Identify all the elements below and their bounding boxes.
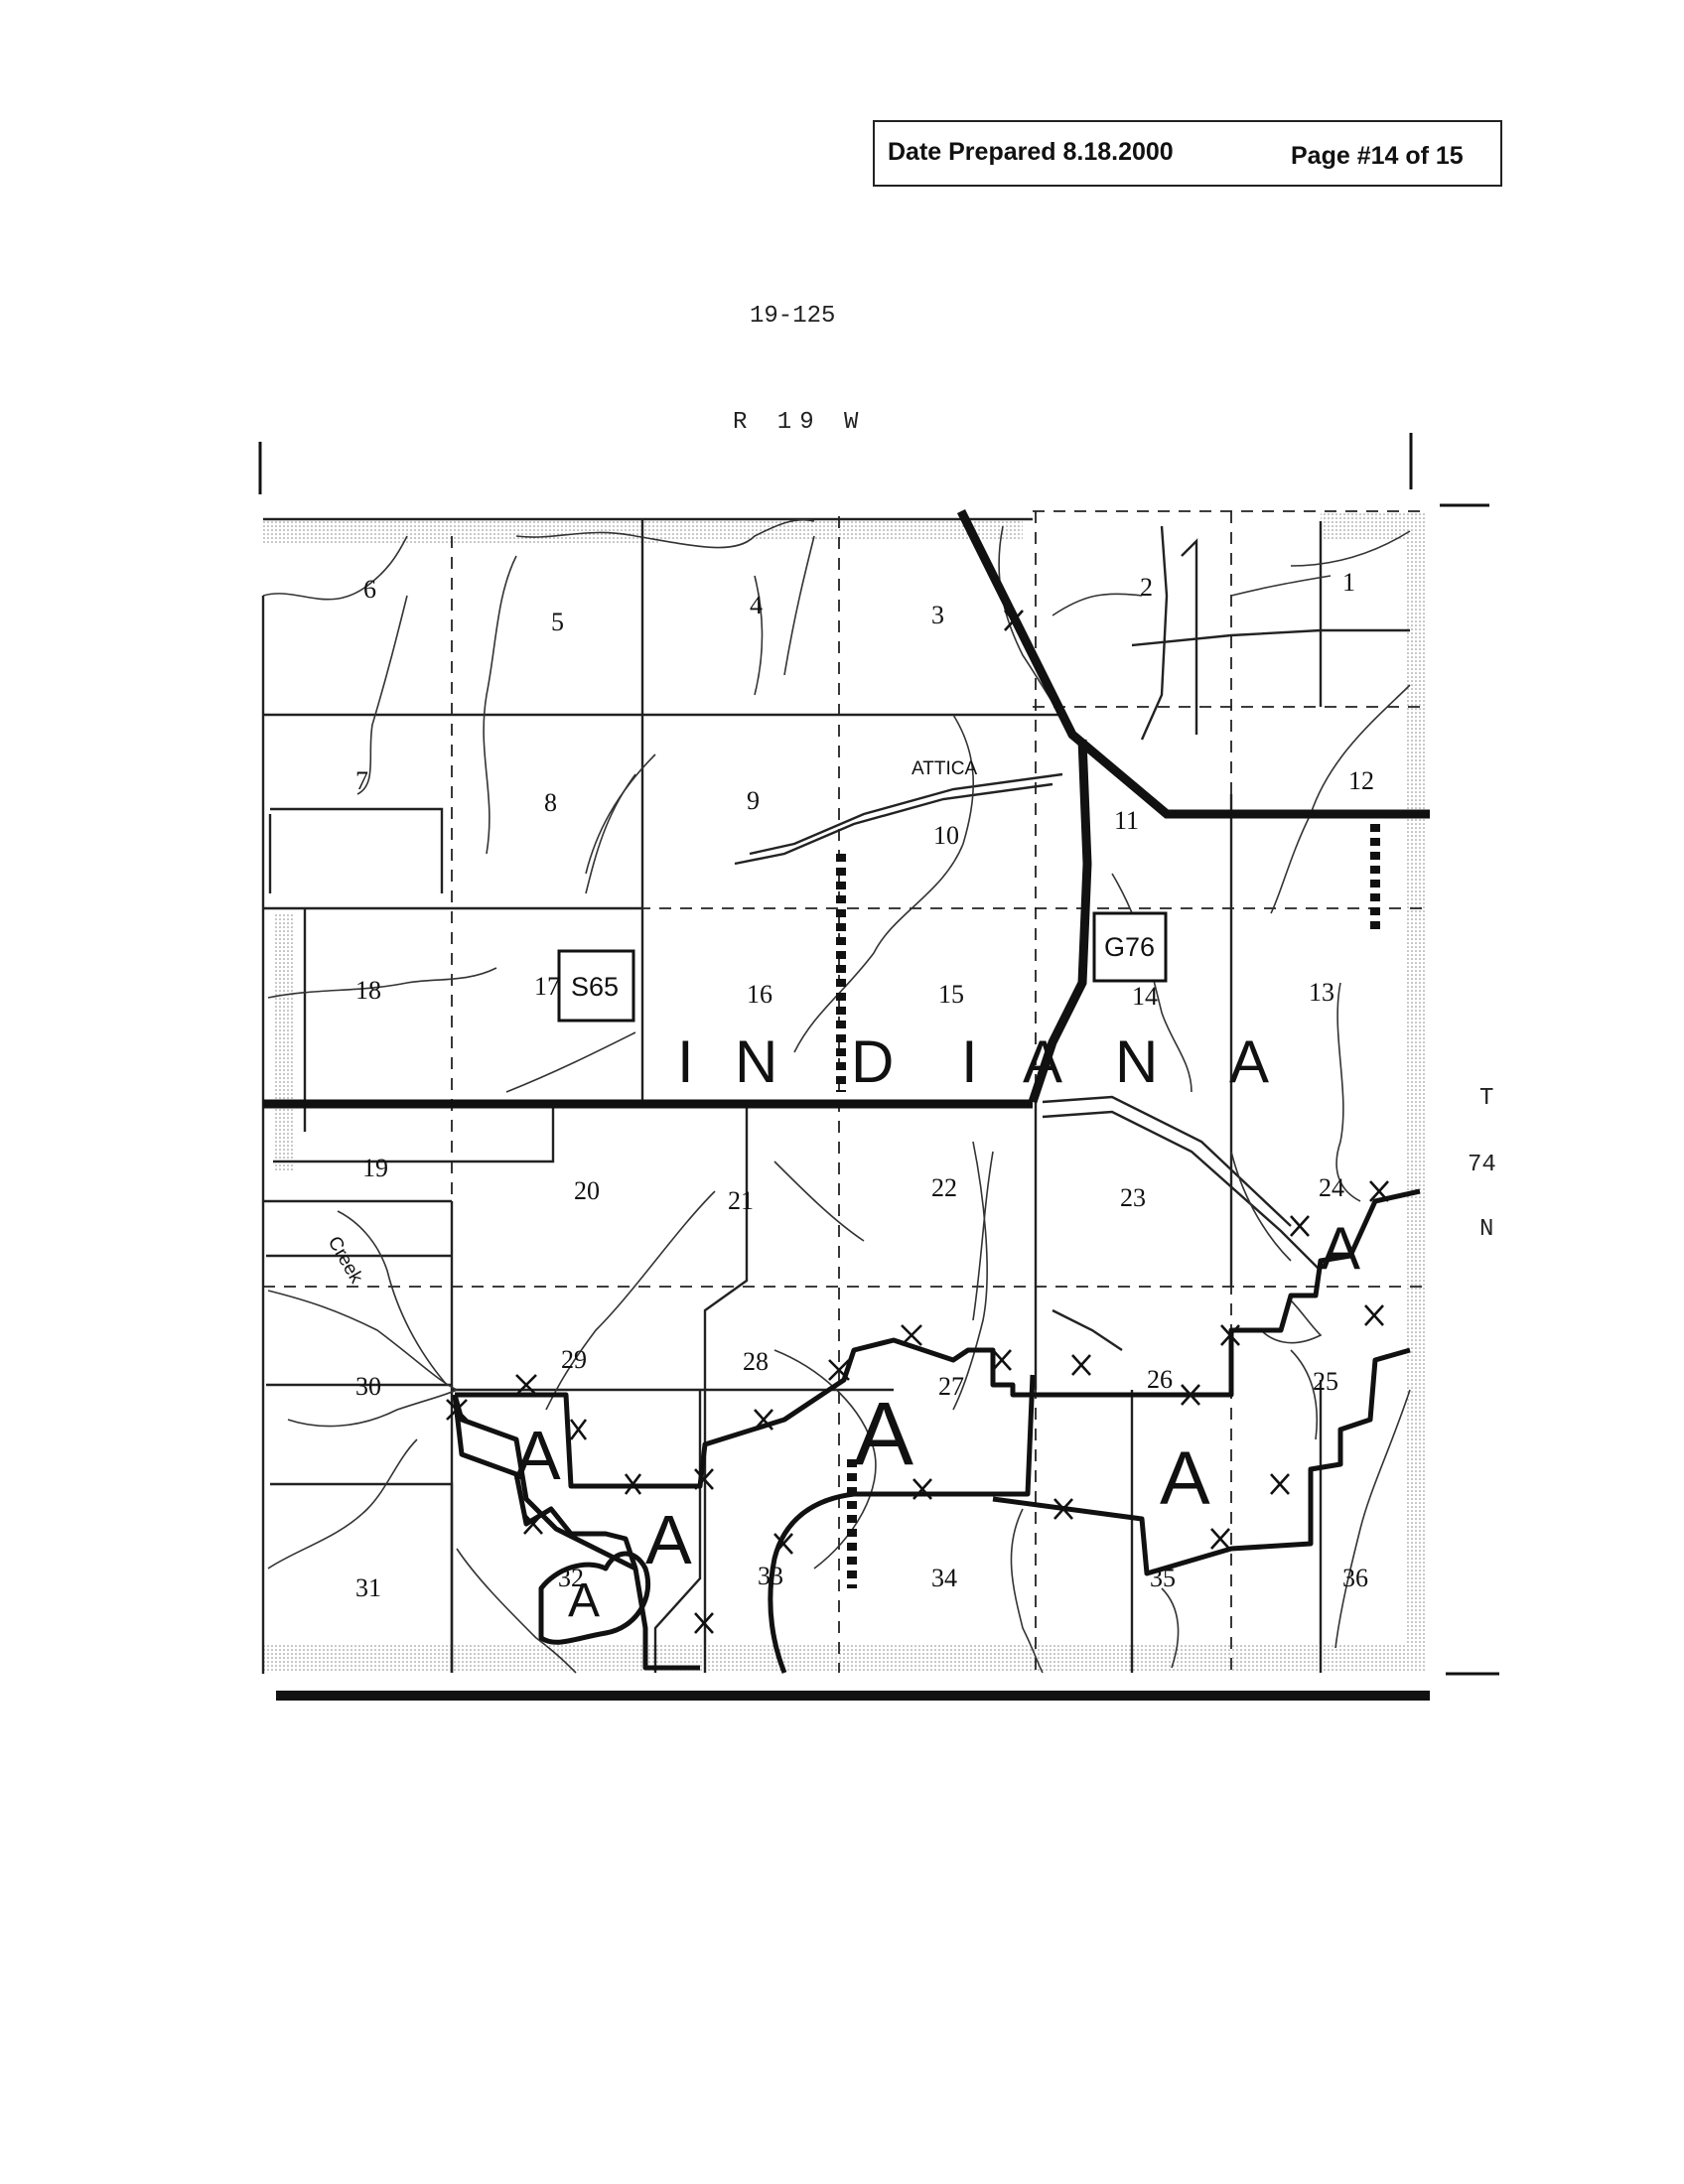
county-letter-6: N [1115, 1028, 1158, 1095]
route-s65-label: S65 [571, 972, 619, 1002]
section-29: 29 [561, 1345, 587, 1374]
section-8: 8 [544, 788, 557, 817]
section-4: 4 [750, 591, 763, 619]
section-36: 36 [1342, 1564, 1368, 1592]
section-11: 11 [1114, 806, 1139, 835]
range-label: R 19 W [733, 409, 867, 436]
section-20: 20 [574, 1176, 600, 1205]
section-16: 16 [747, 980, 772, 1009]
section-22: 22 [931, 1173, 957, 1202]
area-label-a3: A [568, 1574, 600, 1627]
township-letter: T [1479, 1085, 1494, 1112]
route-shield-s65 [557, 949, 635, 1023]
map-id: 19-125 [750, 303, 836, 330]
highways [263, 508, 1430, 1701]
section-35: 35 [1150, 1564, 1176, 1592]
county-letter-5: A [1023, 1028, 1062, 1095]
section-17: 17 [534, 972, 560, 1001]
section-33: 33 [758, 1562, 783, 1590]
county-letter-1: I [677, 1028, 694, 1095]
area-label-a6: A [1321, 1215, 1360, 1282]
header-box [873, 120, 1502, 187]
stream-label-creek: Creek [324, 1233, 367, 1288]
section-7: 7 [355, 766, 368, 795]
section-30: 30 [355, 1372, 381, 1401]
township-direction: N [1479, 1216, 1494, 1243]
area-label-a1: A [514, 1417, 561, 1494]
section-18: 18 [355, 976, 381, 1005]
county-letter-7: A [1229, 1028, 1269, 1095]
section-2: 2 [1140, 573, 1153, 602]
x-marks [446, 610, 1389, 1634]
area-boundaries [452, 1188, 1421, 1674]
section-9: 9 [747, 786, 760, 815]
section-10: 10 [933, 821, 959, 850]
section-28: 28 [743, 1347, 769, 1376]
section-34: 34 [931, 1564, 957, 1592]
date-prepared: Date Prepared 8.18.2000 [888, 138, 1174, 166]
section-12: 12 [1348, 766, 1374, 795]
section-numbers: 1 2 3 4 5 6 7 8 9 10 11 12 13 14 15 16 1… [355, 568, 1374, 1602]
section-24: 24 [1319, 1173, 1344, 1202]
area-label-a4: A [854, 1385, 913, 1484]
county-letter-3: D [851, 1028, 894, 1095]
local-roads [261, 517, 1410, 1674]
section-19: 19 [362, 1154, 388, 1182]
section-32: 32 [558, 1564, 584, 1592]
section-1: 1 [1342, 568, 1355, 597]
route-g76-label: G76 [1104, 932, 1155, 962]
section-5: 5 [551, 608, 564, 636]
section-25: 25 [1313, 1367, 1338, 1396]
section-14: 14 [1132, 982, 1158, 1011]
area-label-a2: A [645, 1501, 692, 1578]
page-number: Page #14 of 15 [1291, 142, 1464, 170]
section-21: 21 [728, 1186, 754, 1215]
section-13: 13 [1309, 978, 1334, 1007]
section-23: 23 [1120, 1183, 1146, 1212]
section-6: 6 [363, 575, 376, 604]
county-letter-2: N [735, 1028, 777, 1095]
section-26: 26 [1147, 1365, 1173, 1394]
township-number: 74 [1468, 1152, 1496, 1178]
place-attica: ATTICA [912, 758, 977, 779]
section-15: 15 [938, 980, 964, 1009]
route-shield-g76 [1092, 911, 1168, 983]
section-3: 3 [931, 601, 944, 629]
county-letter-4: I [961, 1028, 978, 1095]
section-31: 31 [355, 1573, 381, 1602]
area-label-a5: A [1160, 1436, 1210, 1521]
section-27: 27 [938, 1372, 964, 1401]
